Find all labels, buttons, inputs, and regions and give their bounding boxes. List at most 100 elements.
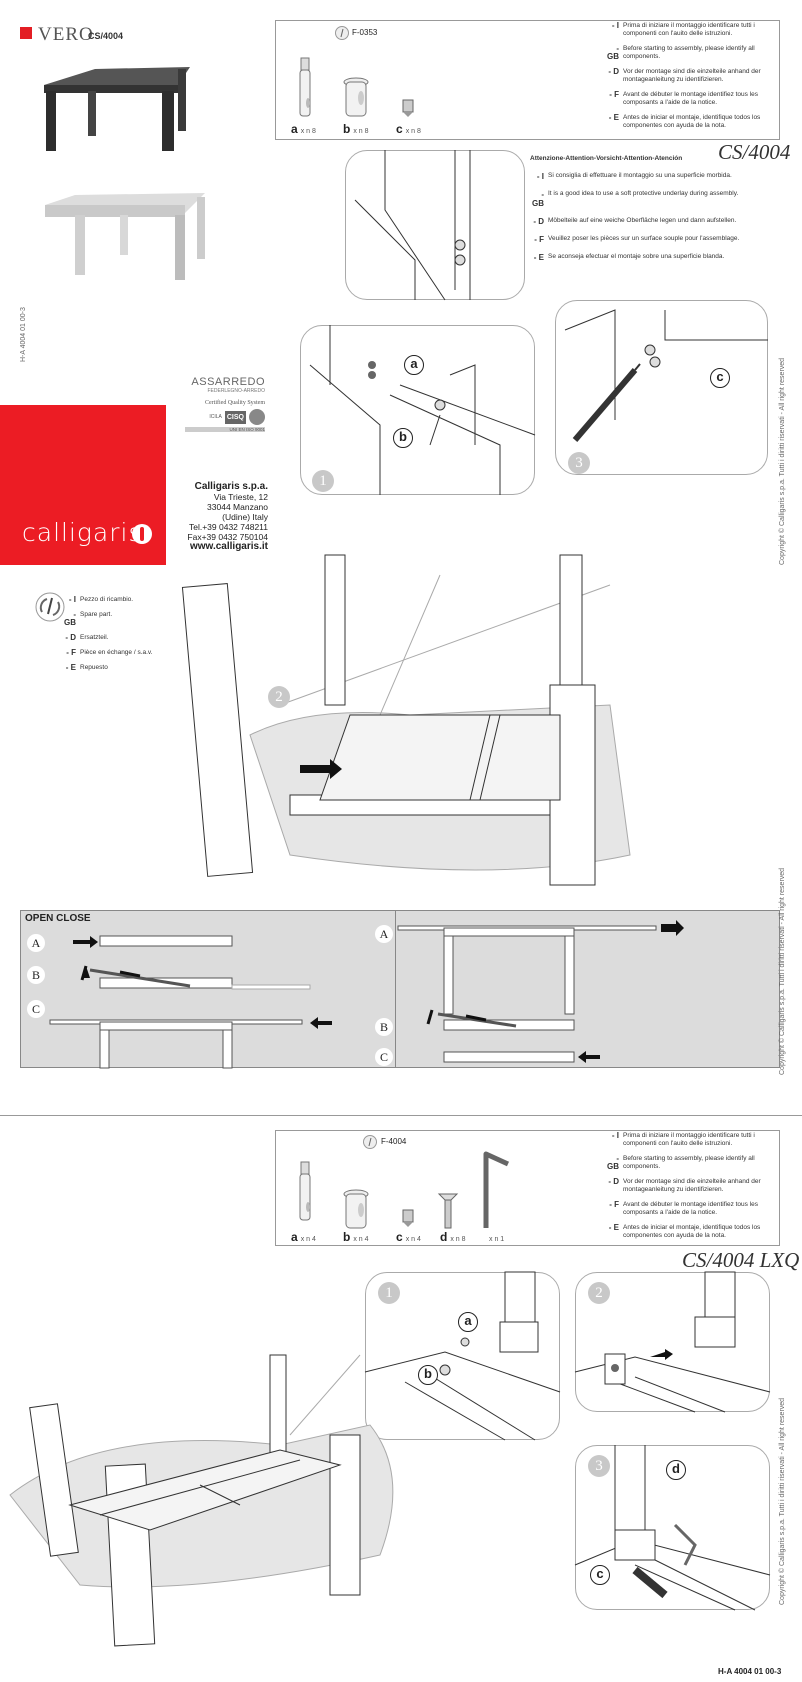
dark-table-photo [44, 67, 190, 151]
kit-code: F-4004 [381, 1137, 407, 1146]
copyright-text: Copyright © Calligaris s.p.a. Tutti i di… [779, 867, 786, 1075]
step-number: 3 [568, 452, 590, 474]
detail-bubble-step1 [365, 1272, 560, 1440]
part-callout: a [458, 1312, 478, 1332]
brand-square [20, 27, 32, 39]
calligaris-logo-mark [132, 524, 152, 544]
detail-drawing-step3 [564, 309, 768, 442]
model-title-1: CS/4004 [718, 140, 791, 164]
certifications: ASSARREDO FEDERLEGNO-ARREDO Certified Qu… [185, 376, 265, 432]
address-line: Via Trieste, 12 [213, 492, 268, 502]
part-b-barrel-icon [343, 1189, 369, 1229]
brand-name: VERO [38, 24, 94, 45]
company-address: Calligaris s.p.a. Via Trieste, 12 33044 … [150, 482, 268, 552]
side-code: H-A 4004 01 00-3 [20, 307, 27, 362]
quality-label: Certified Quality System [205, 400, 265, 406]
cisq-logo: CISQ [224, 410, 246, 424]
copyright-text: Copyright © Calligaris s.p.a. Tutti i di… [779, 357, 786, 565]
iqnet-logo [249, 409, 265, 425]
federlegno-logo: FEDERLEGNO-ARREDO [207, 388, 265, 394]
allen-key-label: x n 1 [489, 1236, 505, 1243]
part-b-barrel-icon [343, 77, 369, 117]
detail-bubble-step3 [555, 300, 768, 475]
lang-code: - GB [64, 610, 76, 627]
section-divider [0, 1115, 802, 1116]
calligaris-logo: calligaris [22, 518, 143, 547]
legend-text: Ersatzteil. [80, 634, 109, 641]
step-number: 1 [312, 470, 334, 492]
legend-text: Pièce en échange / s.a.v. [80, 649, 153, 656]
step-number: 2 [268, 686, 290, 708]
legend-text: Spare part. [80, 611, 113, 618]
detail-drawing-top [354, 150, 471, 301]
panel-divider [395, 910, 396, 1068]
step-number: 1 [378, 1282, 400, 1304]
open-close-title: OPEN CLOSE [25, 913, 91, 924]
allen-key-icon [483, 1151, 510, 1228]
part-callout: a [404, 355, 424, 375]
product-code: CS/4004 [88, 31, 124, 41]
lang-code: - I [68, 595, 76, 604]
document-code: H-A 4004 01 00-3 [718, 1667, 782, 1676]
phone: Tel.+39 0432 748211 [188, 522, 268, 532]
step-number: 3 [588, 1455, 610, 1477]
part-a-pin-icon [299, 1161, 311, 1221]
part-callout: c [710, 368, 730, 388]
icila-logo: ICILA [209, 414, 222, 420]
company-name: Calligaris s.p.a. [194, 481, 268, 492]
detail-drawing-step1b [364, 1271, 561, 1441]
close-sequence-drawing [397, 920, 684, 1063]
address-line: (Udine) Italy [222, 512, 268, 522]
open-sequence-drawing [49, 935, 332, 1069]
spare-part-icon [335, 26, 349, 40]
table-assembly-drawing-1 [181, 554, 631, 886]
part-d-screw-icon [437, 1193, 459, 1229]
table-assembly-drawing-2 [9, 1354, 394, 1647]
step-a-label: A [375, 925, 393, 943]
part-c-grub-icon [402, 1209, 414, 1227]
spare-part-icon [35, 592, 65, 622]
part-callout: d [666, 1460, 686, 1480]
detail-drawing-step1 [309, 325, 536, 495]
attention-block: Attenzione-Attention-Vorsicht-Attention-… [530, 155, 740, 262]
step-c-label: C [27, 1000, 45, 1018]
step-b-label: B [375, 1018, 393, 1036]
detail-bubble-top [345, 150, 525, 300]
legend-text: Pezzo di ricambio. [80, 596, 134, 603]
uni-label: UNI EN ISO 9001 [185, 427, 265, 432]
website-link[interactable]: www.calligaris.it [190, 541, 268, 552]
spare-part-icon [363, 1135, 377, 1149]
step-number: 2 [588, 1282, 610, 1304]
kit-code: F-0353 [352, 28, 378, 37]
part-callout: b [418, 1365, 438, 1385]
assarredo-logo: ASSARREDO [191, 376, 265, 388]
legend-text: Repuesto [80, 664, 108, 671]
step-b-label: B [27, 966, 45, 984]
model-title-2: CS/4004 LXQ [682, 1248, 800, 1272]
part-callout: c [590, 1565, 610, 1585]
step-a-label: A [27, 934, 45, 952]
lang-code: - F [66, 648, 76, 657]
part-a-pin-icon [299, 57, 311, 117]
spare-part-legend: - I Pezzo di ricambio. - GB Spare part. - … [62, 596, 182, 679]
copyright-text: Copyright © Calligaris s.p.a. Tutti i di… [779, 1397, 786, 1605]
attention-heading: Attenzione-Attention-Vorsicht-Attention-… [530, 155, 683, 162]
part-callout: b [393, 428, 413, 448]
address-line: 33044 Manzano [207, 502, 268, 512]
fax: Fax+39 0432 750104 [187, 532, 268, 542]
lang-code: - E [65, 663, 76, 672]
detail-bubble-step1 [300, 325, 535, 495]
part-c-grub-icon [402, 99, 414, 117]
lang-code: - D [65, 633, 76, 642]
detail-drawing-step2 [574, 1271, 771, 1413]
step-c-label: C [375, 1048, 393, 1066]
